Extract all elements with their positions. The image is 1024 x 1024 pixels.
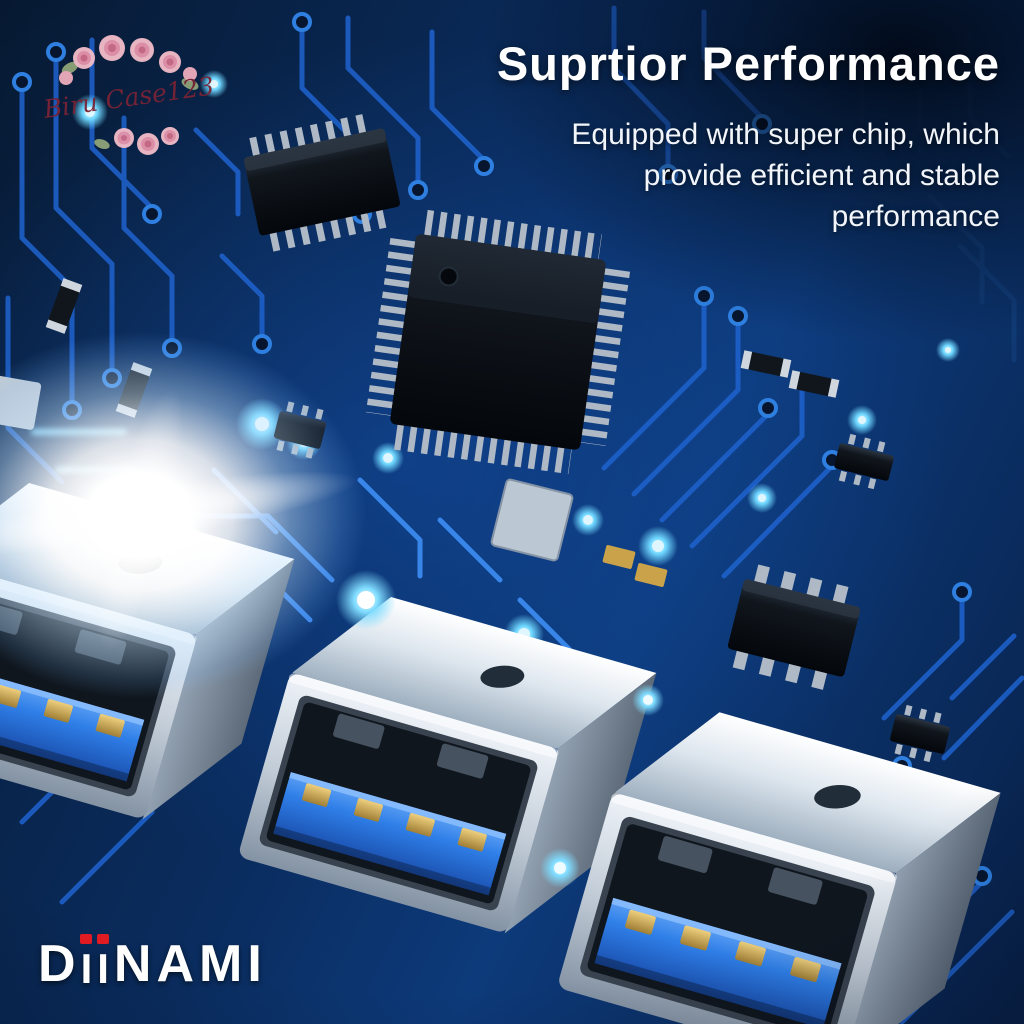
brand-letter-i1-red-accent: I: [80, 945, 93, 992]
page-title: Suprtior Performance: [496, 37, 1000, 90]
brand-letter-n: N: [113, 935, 152, 993]
brand-letter-a: A: [156, 935, 195, 993]
usb-port-1: [0, 462, 295, 840]
subtitle-line-2: provide efficient and stable: [643, 159, 1000, 193]
brand-logo: D I I N A M I: [38, 922, 267, 990]
brand-letter-i3: I: [247, 935, 262, 993]
subtitle: Equipped with super chip, which provide …: [400, 114, 1000, 238]
flower-wreath-icon: Biru Case123: [41, 35, 216, 155]
brand-letter-i2-red-accent: I: [97, 945, 109, 992]
subtitle-line-1: Equipped with super chip, which: [571, 117, 1000, 151]
brand-letter-m: M: [199, 935, 243, 993]
subtitle-line-3: performance: [831, 200, 1000, 234]
header: Suprtior Performance Equipped with super…: [400, 38, 1000, 238]
watermark-badge: Biru Case123: [40, 26, 220, 166]
brand-letter-d: D: [38, 935, 76, 993]
rose-cluster-bottom: [94, 127, 179, 155]
